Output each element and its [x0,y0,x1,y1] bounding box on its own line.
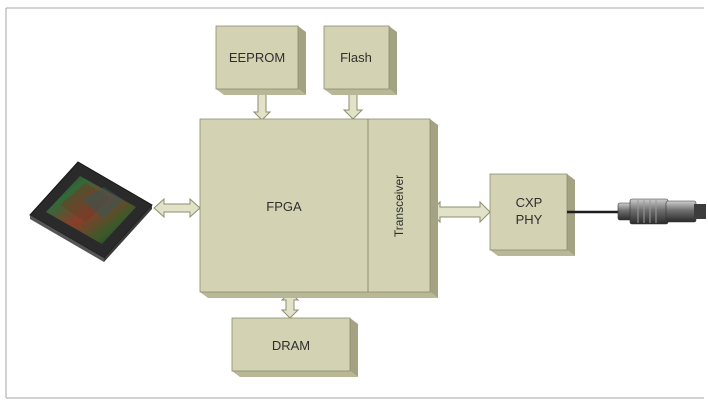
eeprom-block: EEPROM [215,25,306,95]
fpga-label: FPGA [266,199,302,214]
flash-block: Flash [323,25,397,95]
dram-block: DRAM [231,317,358,377]
image-sensor-icon [29,161,153,262]
transceiver-phy-arrow [429,200,491,224]
cxp-phy-label-line1: CXP [516,195,543,210]
cxp-phy-label-line2: PHY [516,212,543,227]
flash-fpga-arrow [342,91,364,120]
sensor-fpga-arrow [153,197,201,219]
fpga-block: FPGA [199,118,438,298]
dram-label: DRAM [272,338,310,353]
coaxial-connector-icon [617,198,706,225]
flash-label: Flash [340,50,372,65]
transceiver-block: Transceiver [392,175,406,237]
cxp-phy-block: CXP PHY [489,173,575,256]
eeprom-label: EEPROM [229,50,285,65]
transceiver-label: Transceiver [392,175,406,237]
